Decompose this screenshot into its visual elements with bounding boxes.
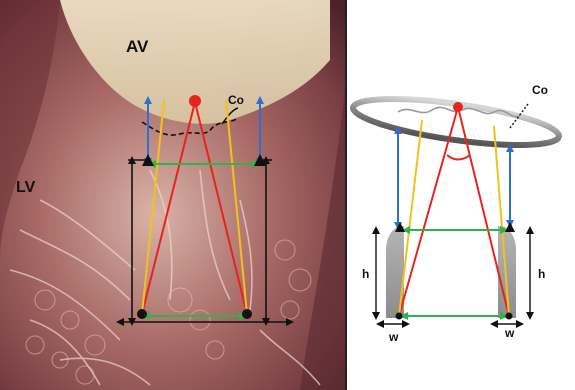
papillary-marker-right	[242, 309, 252, 319]
photo-panel: AV LV Co	[0, 0, 345, 390]
label-w-left: w	[388, 330, 399, 344]
label-h-left: h	[362, 267, 369, 281]
label-co-schematic: Co	[532, 83, 548, 97]
schematic-panel: Co	[347, 0, 575, 390]
label-lv: LV	[16, 179, 36, 196]
schem-coaptation-marker	[453, 102, 463, 112]
papillary-marker-left	[137, 309, 147, 319]
schem-base-marker-right	[506, 313, 513, 320]
coaptation-point-marker	[189, 95, 201, 107]
label-w-right: w	[504, 326, 515, 340]
schem-base-marker-left	[396, 313, 403, 320]
label-h-right: h	[538, 267, 545, 281]
label-av: AV	[126, 37, 149, 56]
label-co-photo: Co	[228, 93, 244, 107]
